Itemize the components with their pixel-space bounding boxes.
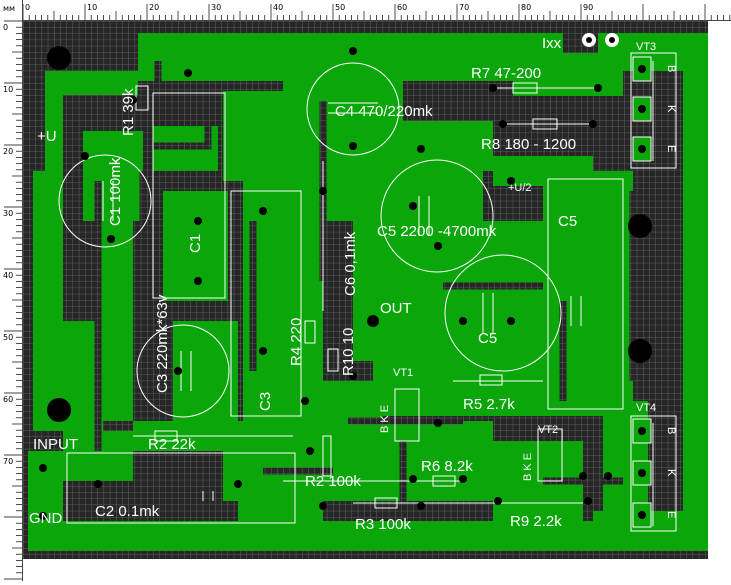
ruler-unit-label: мм (3, 4, 16, 13)
label-c6: C6 0,1mk (342, 231, 359, 296)
label-r3: R3 100k (355, 516, 411, 533)
label-r5: R5 2.7k (463, 396, 515, 413)
horizontal-ruler: 0 10 20 30 40 50 60 70 80 90 (0, 0, 731, 21)
label-vt2-pins: B K E (522, 453, 534, 481)
transistor-pads (632, 56, 652, 528)
ruler-v-label: 70 (3, 457, 13, 466)
label-c2: C2 0.1mk (95, 503, 160, 520)
ruler-h-label: 40 (273, 3, 283, 12)
ruler-h-label: 80 (521, 3, 531, 12)
label-gnd: GND (29, 510, 63, 527)
vt4-pin-b: B (665, 427, 677, 434)
label-c1-film: C1 (187, 234, 204, 253)
label-r2-mid: R2 100k (305, 473, 361, 490)
vt3-pin-labels: B K E B K E (665, 65, 677, 518)
label-vt4: VT4 (636, 402, 656, 414)
label-vt3: VT3 (636, 41, 656, 53)
label-r6: R6 8.2k (421, 458, 473, 475)
mounting-holes (47, 33, 652, 422)
vt4-pin-e: E (665, 511, 677, 518)
component-outlines (58, 52, 677, 532)
ruler-h-label: 20 (149, 3, 159, 12)
ruler-h-label: 90 (583, 3, 593, 12)
label-r4: R4 220 (288, 318, 305, 366)
ruler-v-label: 30 (3, 209, 13, 218)
label-plus-u: +U (37, 128, 57, 145)
label-c5-top: C5 2200 -4700mk (377, 223, 497, 240)
ruler-unit: мм (0, 0, 22, 20)
label-vt2: VT2 (538, 424, 558, 436)
ruler-h-label: 50 (335, 3, 345, 12)
ruler-h-label: 0 (25, 3, 30, 12)
ruler-v-label: 60 (3, 395, 13, 404)
vt3-pin-b: B (665, 65, 677, 72)
ruler-v-label: 10 (3, 85, 13, 94)
ruler-v-label: 50 (3, 333, 13, 342)
label-r2-top: R2 22k (148, 436, 196, 453)
ruler-h-label: 10 (87, 3, 97, 12)
ruler-h-label: 70 (459, 3, 469, 12)
ruler-v-label: 0 (3, 23, 8, 32)
label-c1-cap: C1 100mk (107, 157, 124, 226)
label-c3-film: C3 (257, 392, 274, 411)
label-c5-side: C5 (558, 213, 577, 230)
ruler-v-label: 20 (3, 147, 13, 156)
label-r8: R8 180 - 1200 (481, 136, 576, 153)
ruler-h-label: 60 (397, 3, 407, 12)
label-r10: R10 10 (340, 328, 357, 376)
vertical-ruler: 0 10 20 30 40 50 60 70 (0, 0, 23, 581)
label-vt1-pins: B K E (379, 405, 391, 433)
ruler-h-label: 30 (211, 3, 221, 12)
vt4-pin-k: K (665, 469, 677, 477)
ruler-v-label: 40 (3, 271, 13, 280)
vt3-pin-k: K (665, 105, 677, 113)
label-c3-cap: C3 220mk*63v (154, 294, 171, 393)
label-r9: R9 2.2k (510, 513, 562, 530)
vt3-pin-e: E (665, 145, 677, 152)
label-out: OUT (380, 300, 412, 317)
label-c5-mid: C5 (478, 330, 497, 347)
pcb-board: R1 39k C4 470/220mk R7 47-200 R8 180 - 1… (23, 21, 713, 563)
label-vt1: VT1 (393, 367, 413, 379)
label-u2: +U/2 (508, 182, 532, 194)
label-ixx: Ixx (542, 35, 562, 52)
label-input: INPUT (33, 436, 78, 453)
label-r7: R7 47-200 (471, 65, 541, 82)
label-r1: R1 39k (120, 88, 137, 136)
label-c4: C4 470/220mk (335, 103, 433, 120)
